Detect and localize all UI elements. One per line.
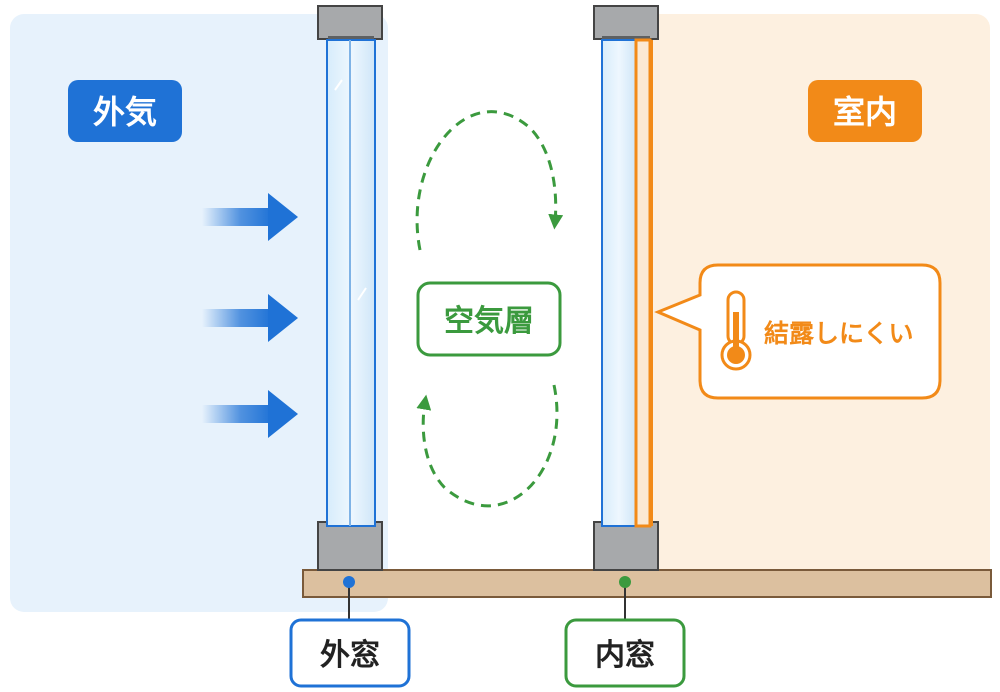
outer-window-bottom-frame	[317, 521, 383, 571]
svg-text:空気層: 空気層	[444, 304, 534, 339]
air-layer-label: 空気層	[416, 281, 562, 357]
inner-window-glass	[601, 39, 637, 527]
indoor-label: 室内	[808, 80, 922, 142]
inner-window	[593, 5, 659, 571]
inner-window-marker	[619, 576, 631, 588]
inner-window-warm-layer	[634, 38, 652, 528]
inner-window-bottom-frame	[593, 521, 659, 571]
circulation-arrow-icon	[416, 384, 559, 508]
svg-text:内窓: 内窓	[595, 638, 655, 673]
wind-arrow-icon	[202, 294, 298, 342]
outside-area	[10, 14, 388, 612]
condensation-callout: 結露しにくい	[654, 263, 942, 400]
wind-arrow-icon	[202, 390, 298, 438]
outer-window-marker	[343, 576, 355, 588]
inner-window-label: 内窓	[564, 618, 686, 688]
svg-text:室内: 室内	[833, 93, 897, 131]
svg-text:結露しにくい: 結露しにくい	[764, 319, 914, 348]
svg-text:外気: 外気	[93, 93, 157, 131]
outside-air-label: 外気	[68, 80, 182, 142]
circulation-arrow-icon	[415, 110, 564, 251]
wind-arrow-icon	[202, 193, 298, 241]
outer-window	[317, 5, 383, 571]
svg-text:外窓: 外窓	[320, 638, 380, 673]
thermometer-icon	[720, 290, 752, 371]
window-sill	[302, 569, 992, 598]
outer-window-label: 外窓	[289, 618, 411, 688]
air-circulation	[415, 110, 564, 508]
wind-arrows	[202, 193, 298, 438]
inner-window-top-frame	[593, 5, 659, 40]
outer-window-top-frame	[317, 5, 383, 40]
